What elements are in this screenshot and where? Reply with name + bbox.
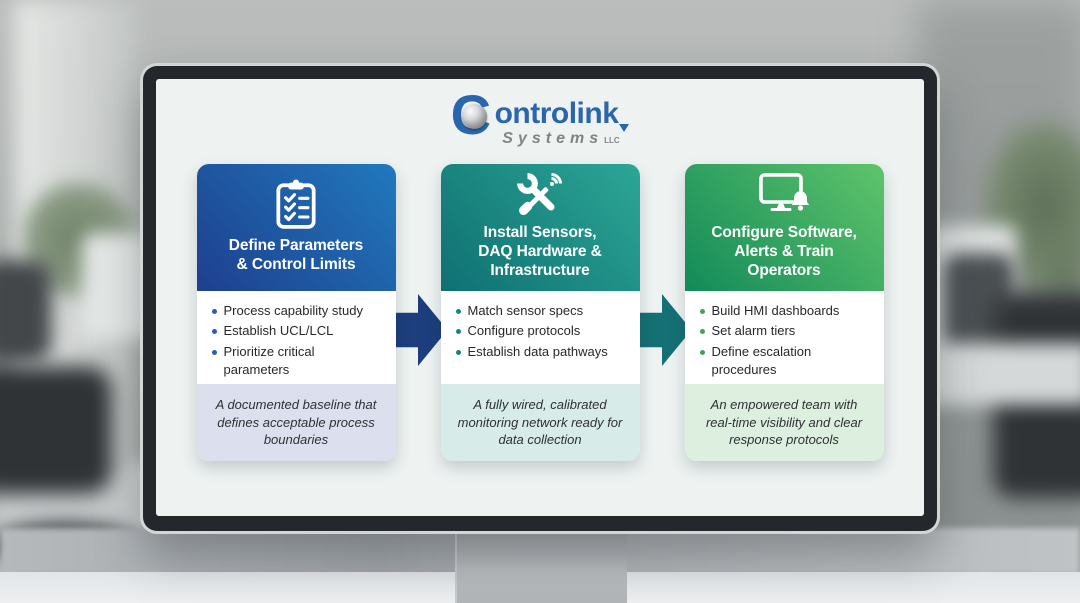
office-chair xyxy=(0,260,52,362)
monitor-screen: C ontrolink Systems LLC xyxy=(156,79,924,516)
step-card-header: Define Parameters & Control Limits xyxy=(196,164,396,291)
flow-gap xyxy=(632,164,692,461)
step-card-title: Configure Software, Alerts & Train Opera… xyxy=(711,224,857,279)
step-card-title: Install Sensors, DAQ Hardware & Infrastr… xyxy=(478,224,602,279)
bullet-item: Build HMI dashboards xyxy=(699,302,872,320)
logo-text: ontrolink xyxy=(494,97,619,130)
step-card-body: Build HMI dashboards Set alarm tiers Def… xyxy=(685,291,884,382)
checklist-clipboard-icon xyxy=(273,178,319,230)
desk-monitor-left xyxy=(82,233,150,339)
flow-arrow-icon xyxy=(388,294,448,366)
step-card-body: Process capability study Establish UCL/L… xyxy=(197,291,396,382)
step-card-outcome: An empowered team with real-time visibil… xyxy=(684,384,884,461)
bullet-item: Set alarm tiers xyxy=(699,322,872,340)
flow-arrow-icon xyxy=(632,294,692,366)
logo-arrow-icon xyxy=(619,124,630,132)
monitor-bell-icon xyxy=(758,171,810,217)
bullet-item: Process capability study xyxy=(211,302,384,320)
bullet-item: Configure protocols xyxy=(455,322,628,340)
monitor-frame: C ontrolink Systems LLC xyxy=(143,66,937,531)
step-card-define-parameters: Define Parameters & Control Limits Proce… xyxy=(196,164,396,461)
step-card-configure-software: Configure Software, Alerts & Train Opera… xyxy=(684,164,884,461)
step-card-header: Install Sensors, DAQ Hardware & Infrastr… xyxy=(440,164,640,291)
logo-systems-text: Systems xyxy=(502,130,604,147)
flow-gap xyxy=(388,164,448,461)
bullet-item: Define escalation procedures xyxy=(699,343,872,380)
logo-sphere-icon xyxy=(461,104,487,129)
controlink-logo: C ontrolink Systems LLC xyxy=(156,87,924,148)
step-card-outcome: A documented baseline that defines accep… xyxy=(196,384,396,461)
step-card-title: Define Parameters & Control Limits xyxy=(228,236,364,273)
desk-right xyxy=(922,343,1080,405)
monitor-stand xyxy=(455,528,627,603)
logo-subtitle: Systems LLC xyxy=(502,130,619,148)
logo-wordmark: C ontrolink xyxy=(451,87,630,143)
step-card-outcome: A fully wired, calibrated monitoring net… xyxy=(440,384,640,461)
bullet-item: Establish UCL/LCL xyxy=(211,322,384,340)
office-chair xyxy=(0,366,112,494)
wrench-signal-icon xyxy=(515,168,567,217)
process-steps: Define Parameters & Control Limits Proce… xyxy=(156,164,924,461)
bullet-item: Match sensor specs xyxy=(455,302,628,320)
controlink-logo-mark: C xyxy=(451,87,495,143)
logo-llc-text: LLC xyxy=(604,136,620,145)
step-card-body: Match sensor specs Configure protocols E… xyxy=(441,291,640,363)
step-card-install-sensors: Install Sensors, DAQ Hardware & Infrastr… xyxy=(440,164,640,461)
step-card-header: Configure Software, Alerts & Train Opera… xyxy=(684,164,884,291)
bullet-item: Establish data pathways xyxy=(455,343,628,361)
bullet-item: Prioritize critical parameters xyxy=(211,343,384,380)
